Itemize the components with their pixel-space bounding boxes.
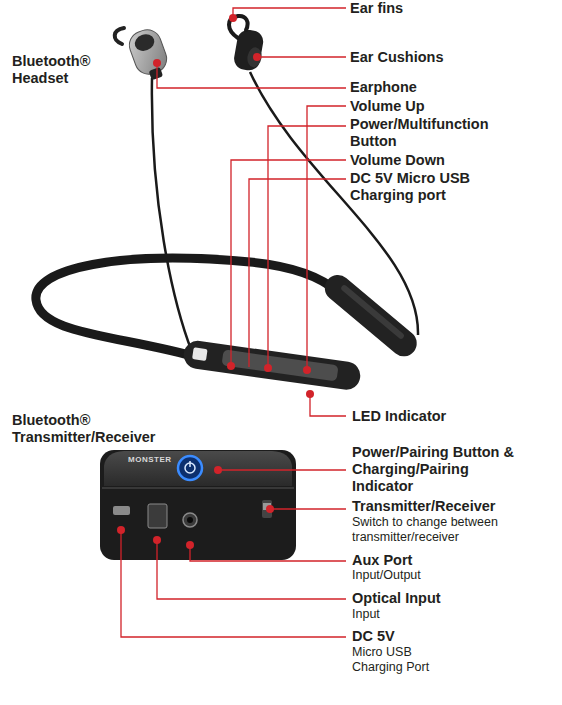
part-label: Ear Cushions [350, 49, 530, 66]
earphone-left [125, 26, 172, 84]
part-label: DC 5V Micro USB Charging port [350, 170, 500, 204]
part-description: Input/Output [352, 568, 532, 583]
earphone-right [232, 28, 266, 72]
part-label: Aux Port [352, 552, 532, 569]
part-label: Earphone [350, 79, 530, 96]
product-name: Bluetooth® Headset [12, 53, 112, 87]
earphone-cable [152, 78, 192, 352]
neckband [36, 258, 338, 358]
part-label: Volume Up [350, 98, 530, 115]
part-label: Power/Multifunction Button [350, 116, 525, 150]
part-label: Volume Down [350, 152, 530, 169]
control-pod [182, 339, 362, 392]
leader-dots [117, 14, 314, 549]
part-label: Transmitter/Receiver [352, 498, 552, 515]
optical-port [148, 504, 167, 528]
part-description: Switch to change between transmitter/rec… [352, 515, 530, 545]
part-description: Input [352, 607, 532, 622]
part-label: Optical Input [352, 590, 532, 607]
product-name: Bluetooth® Transmitter/Receiver [12, 412, 187, 446]
usb-port [113, 506, 130, 515]
brand-logo: MONSTER [128, 455, 188, 464]
headset-drawing [36, 16, 422, 392]
aux-port [183, 513, 197, 527]
part-label: Ear fins [350, 0, 530, 17]
leader-lines [121, 8, 346, 637]
transmitter-drawing [100, 450, 296, 560]
part-label: LED Indicator [352, 408, 532, 425]
part-label: DC 5V [352, 628, 532, 645]
part-description: Micro USB Charging Port [352, 645, 452, 675]
right-pod [320, 270, 423, 362]
part-label: Power/Pairing Button & Charging/Pairing … [352, 444, 524, 495]
